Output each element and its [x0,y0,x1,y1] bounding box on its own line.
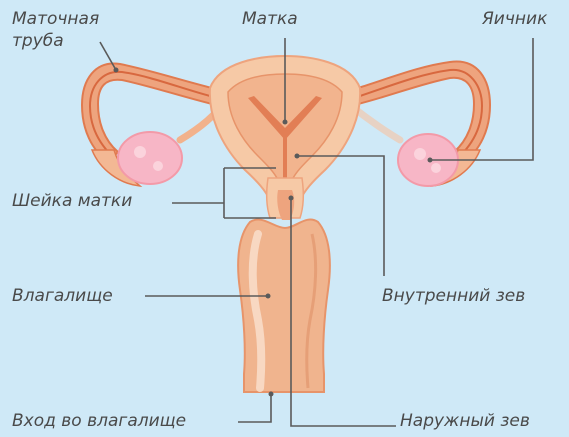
leader-dot [269,392,274,397]
leader-dot [295,154,300,159]
leader-vaginal-entrance [238,394,271,422]
label-internal-os: Внутренний зев [382,285,525,307]
label-uterus: Матка [242,8,298,30]
right-ovary-follicle [414,148,426,160]
left-ovary-follicle [134,146,146,158]
leader-dot [289,196,294,201]
label-vaginal-entrance: Вход во влагалище [12,410,186,432]
leader-dot [266,294,271,299]
left-ovary-follicle [153,161,163,171]
leader-dot [283,120,288,125]
label-fallopian-tube-line1: Маточная [12,8,99,30]
leader-dot [114,68,119,73]
label-fallopian-tube-line2: труба [12,30,64,52]
right-ovary-follicle [431,163,441,173]
leader-dot [428,158,433,163]
label-vagina: Влагалище [12,285,113,307]
label-cervix: Шейка матки [12,190,132,212]
label-ovary: Яичник [482,8,547,30]
left-ovary [118,132,182,184]
label-external-os: Наружный зев [400,410,530,432]
